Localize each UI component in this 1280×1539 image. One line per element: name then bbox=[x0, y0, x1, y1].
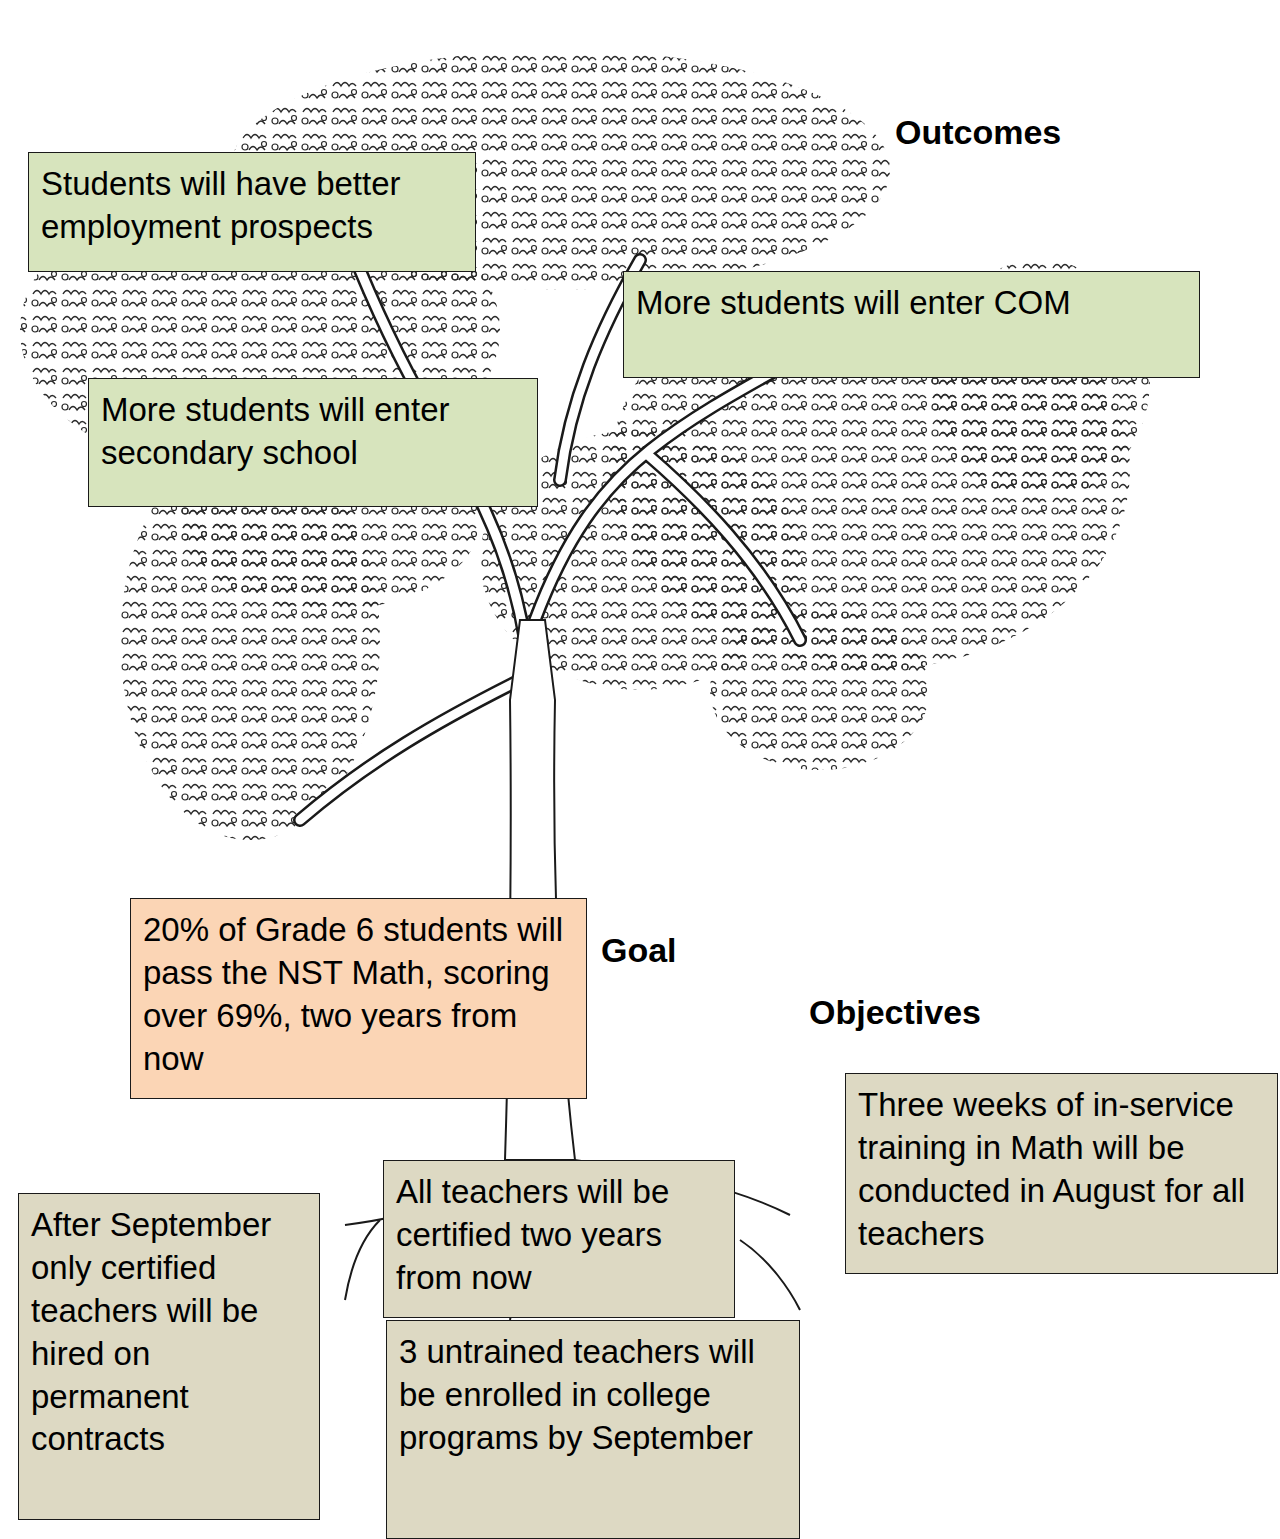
objective-box: 3 untrained teachers will be enrolled in… bbox=[386, 1320, 800, 1539]
outcome-box: Students will have better employment pro… bbox=[28, 152, 476, 272]
box-text: Three weeks of in-service training in Ma… bbox=[858, 1084, 1265, 1256]
outcome-box: More students will enter COM bbox=[623, 271, 1200, 378]
section-label: Outcomes bbox=[890, 110, 1066, 155]
roots bbox=[345, 1160, 800, 1320]
objective-box: After September only certified teachers … bbox=[18, 1193, 320, 1520]
foliage bbox=[20, 50, 1150, 840]
box-text: After September only certified teachers … bbox=[31, 1204, 307, 1461]
box-text: Students will have better employment pro… bbox=[41, 163, 463, 249]
box-text: 3 untrained teachers will be enrolled in… bbox=[399, 1331, 787, 1460]
objective-box: All teachers will be certified two years… bbox=[383, 1160, 735, 1318]
goal-box: 20% of Grade 6 students will pass the NS… bbox=[130, 898, 587, 1099]
box-text: More students will enter secondary schoo… bbox=[101, 389, 525, 475]
section-label: Goal bbox=[596, 928, 682, 973]
objective-box: Three weeks of in-service training in Ma… bbox=[845, 1073, 1278, 1274]
section-label: Objectives bbox=[804, 990, 986, 1035]
outcome-box: More students will enter secondary schoo… bbox=[88, 378, 538, 507]
box-text: All teachers will be certified two years… bbox=[396, 1171, 722, 1300]
box-text: 20% of Grade 6 students will pass the NS… bbox=[143, 909, 574, 1081]
box-text: More students will enter COM bbox=[636, 282, 1187, 325]
